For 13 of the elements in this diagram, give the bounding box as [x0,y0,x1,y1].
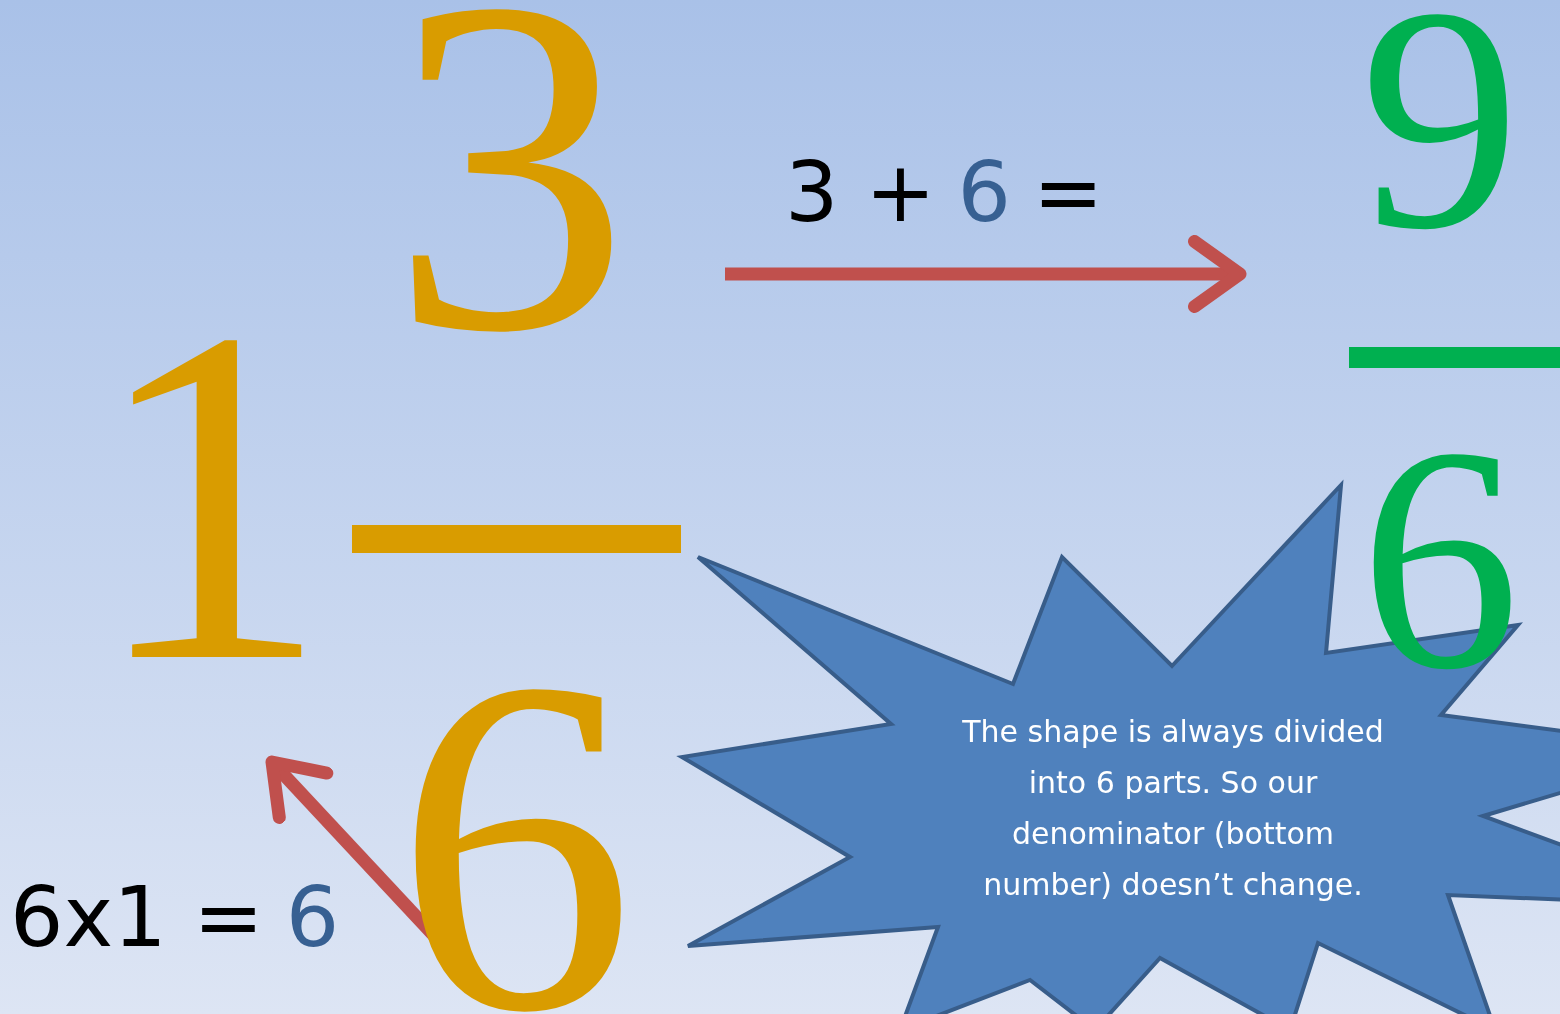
fraction-digit: 9 [1360,0,1520,295]
callout-text: The shape is always divided into 6 parts. So our denominator (bottom number) doesn’t change. [961,713,1385,904]
equation-text: 6x1 = [10,875,264,959]
equation-text: = [1033,150,1104,234]
fraction-digit: 6 [395,579,635,1014]
equation-text: 6 [285,875,340,959]
arrow [725,235,1247,313]
fraction-bar [1349,347,1560,368]
fraction-digit: 1 [90,229,330,761]
equation-text: 6 [957,150,1011,234]
fraction-bar [352,525,681,553]
equation-text: 3 + [785,150,936,234]
fraction-digit: 3 [390,0,630,431]
